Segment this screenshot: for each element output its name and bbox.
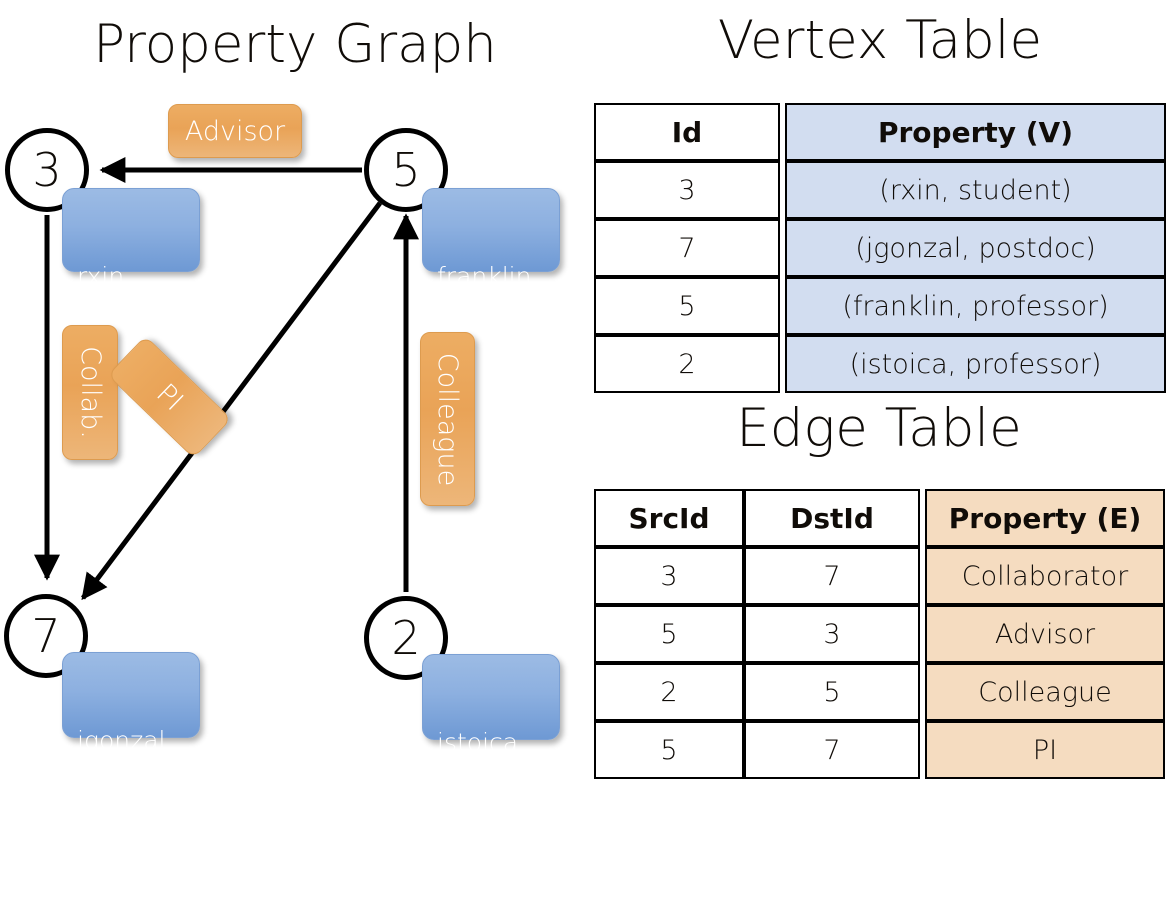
edge-row-3-property: PI	[925, 721, 1165, 779]
edge-table-header-srcid: SrcId	[594, 489, 744, 547]
vertex-row-0-property: (rxin, student)	[785, 161, 1166, 219]
graph-edges-svg	[34, 157, 419, 601]
page-title-property-graph: Property Graph	[93, 14, 497, 75]
edge-label-advisor: Advisor	[168, 104, 302, 158]
edge-table-column-gap	[920, 489, 925, 547]
edge-table-header-row: SrcId DstId Property (E)	[594, 489, 1165, 547]
edge-table-column-gap	[920, 721, 925, 779]
edge-label-pi-text: PI	[150, 377, 189, 417]
page-title-edge-table: Edge Table	[736, 398, 1022, 459]
table-row: 2 5 Colleague	[594, 663, 1165, 721]
graph-node-3-property-line1: rxin	[77, 262, 125, 291]
vertex-row-1-property: (jgonzal, postdoc)	[785, 219, 1166, 277]
page-title-vertex-table: Vertex Table	[717, 10, 1043, 71]
edge-row-2-property: Colleague	[925, 663, 1165, 721]
edge-row-0-src: 3	[594, 547, 744, 605]
table-row: 5 7 PI	[594, 721, 1165, 779]
property-graph-diagram: 3 5 7 2 rxin stu. franklin, prof. jgonza…	[0, 0, 590, 847]
graph-node-7-property-line1: jgonzal,	[77, 726, 174, 755]
vertex-table-column-gap	[780, 103, 785, 161]
graph-node-7-label: 7	[31, 609, 61, 663]
table-row: 5 (franklin, professor)	[594, 277, 1166, 335]
vertex-table-header-property: Property (V)	[785, 103, 1166, 161]
graph-node-5-circle[interactable]	[364, 128, 448, 212]
graph-node-3-label: 3	[32, 143, 62, 197]
graph-node-3-property-box: rxin stu.	[62, 188, 200, 381]
edge-table-header-property: Property (E)	[925, 489, 1165, 547]
table-row: 2 (istoica, professor)	[594, 335, 1166, 393]
graph-node-2-label: 2	[391, 611, 421, 665]
edge-table-column-gap	[920, 605, 925, 663]
vertex-table-column-gap	[780, 161, 785, 219]
vertex-table-header-row: Id Property (V)	[594, 103, 1166, 161]
edge-row-3-dst: 7	[744, 721, 920, 779]
graph-node-2-property-line2: prof.	[437, 818, 493, 847]
graph-node-7-property-line2: pst.doc.	[77, 816, 177, 845]
graph-node-5-property-line1: franklin,	[437, 262, 540, 291]
graph-node-5-property-box: franklin, prof.	[422, 188, 560, 381]
table-row: 5 3 Advisor	[594, 605, 1165, 663]
vertex-row-0-id: 3	[594, 161, 780, 219]
edge-table: SrcId DstId Property (E) 3 7 Collaborato…	[594, 489, 1165, 779]
edge-label-advisor-text: Advisor	[184, 115, 286, 147]
edge-label-collab: Collab.	[62, 325, 118, 460]
edge-5-to-7	[81, 201, 382, 601]
vertex-table: Id Property (V) 3 (rxin, student) 7 (jgo…	[594, 103, 1166, 393]
table-row: 3 (rxin, student)	[594, 161, 1166, 219]
edge-row-0-dst: 7	[744, 547, 920, 605]
vertex-row-2-property: (franklin, professor)	[785, 277, 1166, 335]
vertex-row-2-id: 5	[594, 277, 780, 335]
edge-row-0-property: Collaborator	[925, 547, 1165, 605]
edge-label-collab-text: Collab.	[74, 346, 106, 439]
graph-node-7-property-box: jgonzal, pst.doc.	[62, 652, 200, 845]
edge-row-2-src: 2	[594, 663, 744, 721]
edge-label-colleague-text: Colleague	[432, 352, 463, 486]
edge-label-colleague: Colleague	[420, 332, 475, 506]
edge-table-column-gap	[920, 663, 925, 721]
table-row: 7 (jgonzal, postdoc)	[594, 219, 1166, 277]
vertex-row-3-property: (istoica, professor)	[785, 335, 1166, 393]
vertex-table-header-id: Id	[594, 103, 780, 161]
graph-node-2-property-box: istoica prof.	[422, 654, 560, 847]
graph-node-2-circle[interactable]	[364, 596, 448, 680]
edge-row-1-dst: 3	[744, 605, 920, 663]
edge-row-1-property: Advisor	[925, 605, 1165, 663]
graph-node-2-property-line1: istoica	[437, 728, 519, 757]
table-row: 3 7 Collaborator	[594, 547, 1165, 605]
edge-row-3-src: 5	[594, 721, 744, 779]
edge-table-column-gap	[920, 547, 925, 605]
edge-row-2-dst: 5	[744, 663, 920, 721]
vertex-table-column-gap	[780, 335, 785, 393]
vertex-table-column-gap	[780, 219, 785, 277]
vertex-row-3-id: 2	[594, 335, 780, 393]
edge-row-1-src: 5	[594, 605, 744, 663]
vertex-table-column-gap	[780, 277, 785, 335]
edge-table-header-dstid: DstId	[744, 489, 920, 547]
graph-node-5-label: 5	[391, 143, 421, 197]
vertex-row-1-id: 7	[594, 219, 780, 277]
